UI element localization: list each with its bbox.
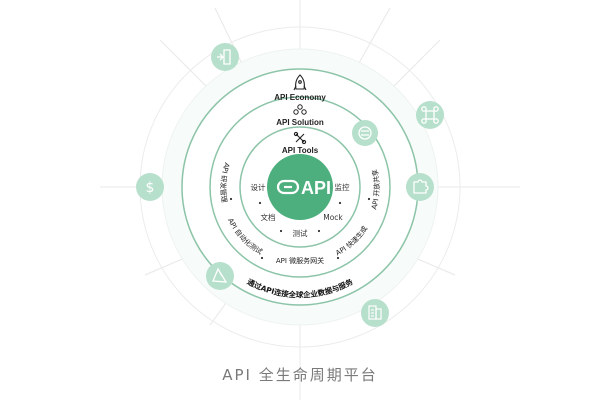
tools-dots	[258, 201, 342, 233]
orbit-icon-door	[211, 43, 239, 71]
tools-title: API Tools	[282, 146, 319, 155]
economy-title: API Economy	[274, 93, 326, 102]
puzzle-icon	[413, 179, 429, 194]
orbit-icon-exchange	[352, 120, 378, 146]
tools-item-design: 设计	[251, 182, 266, 192]
orbit-icon-command	[416, 101, 444, 129]
triangle-flow-icon	[212, 267, 228, 283]
door-icon	[217, 49, 231, 65]
solution-item-gateway: API 微服务网关	[276, 256, 324, 265]
rocket-icon	[293, 74, 307, 91]
tools-item-docs: 文档	[261, 212, 276, 222]
tools-items: 设计 监控 文档 Mock 测试	[251, 182, 350, 238]
solution-dots	[229, 197, 371, 260]
dollar-icon: $	[146, 180, 155, 196]
solution-title: API Solution	[276, 118, 324, 127]
tools-item-monitor: 监控	[335, 182, 350, 192]
orbit-icon-flow	[206, 262, 234, 290]
link-icon	[276, 179, 300, 195]
tools-item-mock: Mock	[323, 213, 343, 222]
api-core	[267, 154, 333, 220]
tools-icon	[293, 131, 307, 145]
core-label: API	[301, 178, 331, 198]
diagram-caption: API 全生命周期平台	[222, 366, 378, 384]
solution-icon	[293, 104, 307, 115]
solution-item-open-share: API 开放共享	[370, 169, 381, 211]
orbit-icon-building	[361, 299, 389, 327]
building-icon	[368, 305, 382, 320]
exchange-icon	[358, 126, 372, 140]
command-icon	[421, 106, 439, 124]
orbit-icon-dollar: $	[136, 173, 164, 201]
orbit-icon-puzzle	[406, 173, 434, 201]
tools-item-test: 测试	[293, 228, 308, 238]
